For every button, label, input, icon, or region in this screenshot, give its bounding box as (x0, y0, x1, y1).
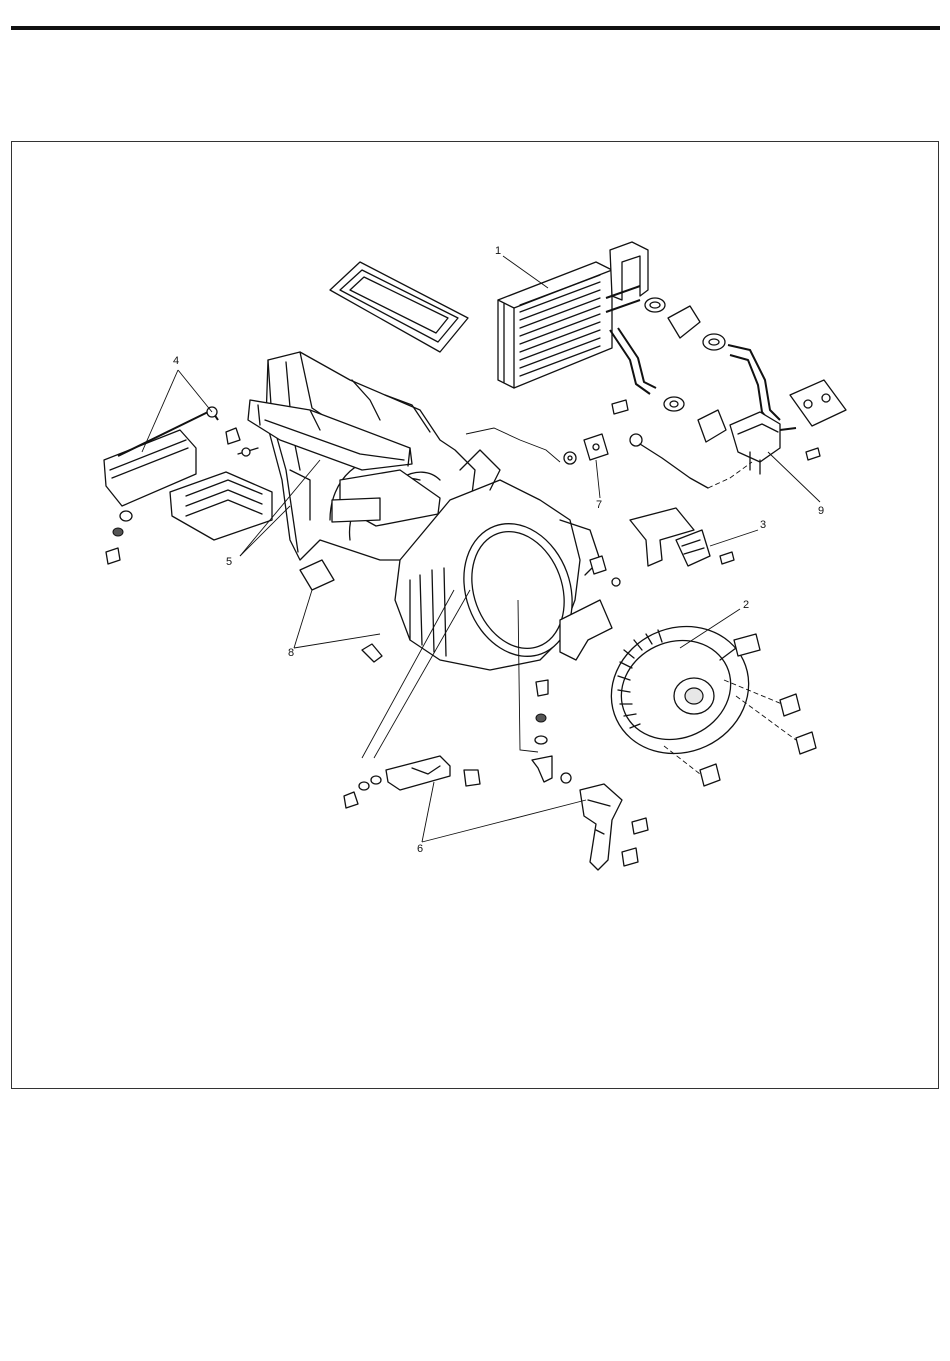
linkage-clip-upper (300, 560, 334, 590)
vent-flap-left (170, 472, 272, 540)
callout-6: 6 (417, 843, 423, 855)
callout-4: 4 (173, 355, 179, 367)
hose-clamp-3 (664, 397, 684, 411)
center-washer (535, 736, 547, 744)
intake-clip (590, 556, 620, 586)
center-nut (536, 714, 546, 722)
nut-2 (113, 528, 123, 536)
motor-screw-3 (700, 764, 720, 786)
blower-motor (590, 604, 769, 776)
hose-clamp-2 (703, 334, 725, 350)
motor-screw-2 (796, 732, 816, 754)
lever-screw (344, 792, 358, 808)
hose-1 (668, 306, 700, 338)
lever-arm-left (386, 756, 450, 790)
cable-screw (612, 400, 628, 414)
resistor (630, 508, 710, 566)
heater-pipes (606, 242, 656, 394)
side-rod-2 (238, 448, 258, 456)
center-screw (536, 680, 548, 696)
lever-arm-right (580, 784, 622, 870)
linkage-clip-lower (362, 644, 382, 662)
lever-right-clip (561, 773, 571, 783)
motor-screw-1 (780, 694, 800, 716)
grommet (790, 380, 846, 426)
resistor-screw (720, 552, 734, 564)
seal-gasket (330, 262, 468, 352)
lever-right-screw-2 (622, 848, 638, 866)
nut-1 (120, 511, 132, 521)
callout-9: 9 (818, 505, 824, 517)
callout-3: 3 (760, 519, 766, 531)
callout-5: 5 (226, 556, 232, 568)
valve-screw (806, 448, 820, 460)
lever-clip (464, 770, 480, 786)
hose-3 (698, 410, 726, 442)
water-valve (730, 412, 796, 474)
lever-washer (371, 776, 381, 784)
callout-8: 8 (288, 647, 294, 659)
callout-1: 1 (495, 245, 501, 257)
cable-bracket (584, 434, 608, 460)
control-cable (630, 434, 752, 488)
center-lever (532, 756, 552, 782)
bolt-left (106, 548, 120, 564)
hose-clamp-1 (645, 298, 665, 312)
lever-right-screw-1 (632, 818, 648, 834)
callout-7: 7 (596, 499, 602, 511)
heater-core (498, 262, 612, 388)
lever-washer-2 (359, 782, 369, 790)
cable-clip (564, 452, 576, 464)
callout-2: 2 (743, 599, 749, 611)
side-screw (226, 428, 240, 444)
